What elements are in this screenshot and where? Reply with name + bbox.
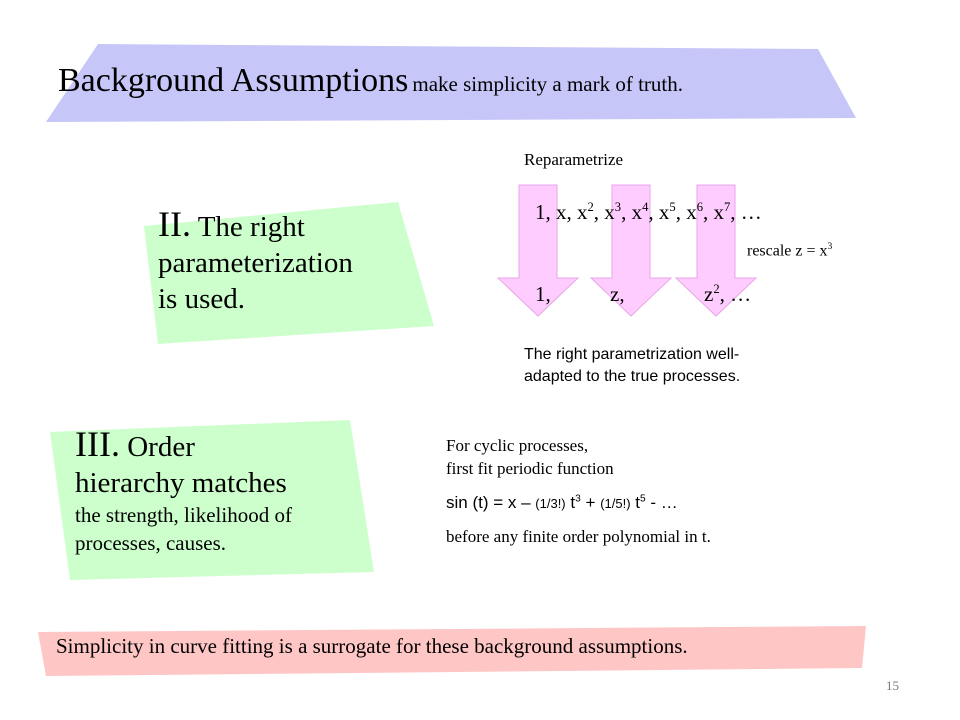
sine-t3: t [570,493,576,512]
section3-heading: III. Order hierarchy matches the strengt… [75,426,375,557]
rescale-exp: 3 [827,241,833,252]
section3-line1: Order [127,431,195,463]
term-z: z, [610,282,625,306]
title-subtitle: make simplicity a mark of truth. [412,72,684,96]
sine-frac1: (1/3!) [535,496,566,511]
footer-banner-text: Simplicity in curve fitting is a surroga… [56,634,688,658]
cyclic-line1: For cyclic processes, [446,436,589,455]
section2-line2: parameterization [158,247,353,279]
polynomial-series: 1, x, x2, x3, x4, x5, x6, x7, … [535,200,762,224]
parametrization-note: The right parametrization well- adapted … [524,344,740,388]
sine-t5: t [635,493,640,512]
arrow-left [496,184,580,317]
rescale-note: rescale z = x3 [747,241,832,260]
section3-line4: processes, causes. [75,531,227,555]
sine-frac2: (1/5!) [600,496,631,511]
note-line2: adapted to the true processes. [524,368,741,385]
section3-box [50,420,374,580]
sine-t5-exp: 5 [640,493,646,505]
arrow-right [674,184,758,317]
page-number: 15 [886,678,899,693]
section3-line3: the strength, likelihood of [75,503,292,527]
term-z2: z2, … [704,282,751,307]
section2-line3: is used. [158,283,245,315]
slide-title: Background Assumptions make simplicity a… [58,62,683,100]
rescale-text: rescale z = x [747,242,828,260]
sine-t3-exp: 3 [575,493,581,505]
title-main: Background Assumptions [58,62,409,99]
cyclic-line4: before any finite order polynomial in t. [446,527,711,546]
sine-lhs: sin (t) = x – [446,493,531,512]
sine-plus: + [585,493,596,512]
sine-series: sin (t) = x – (1/3!) t3 + (1/5!) t5 - … [446,493,678,513]
sine-tail: - … [650,493,678,512]
term-z2-base: z [704,282,714,306]
term-z2-exp: 2 [713,282,720,296]
cyclic-line2: first fit periodic function [446,459,614,478]
section3-numeral: III. [75,424,120,464]
reparametrize-label: Reparametrize [524,150,624,169]
section2-box [144,202,434,344]
title-band [46,44,856,122]
arrow-middle [589,184,673,317]
note-line1: The right parametrization well- [524,346,740,363]
footer-band [38,626,866,676]
section2-numeral: II. [158,204,191,244]
section3-line2: hierarchy matches [75,467,287,499]
cyclic-intro: For cyclic processes, first fit periodic… [446,434,614,480]
term-1: 1, [535,282,551,306]
section2-heading: II. The right parameterization is used. [158,206,418,317]
term-z2-tail: , … [719,282,752,306]
section2-line1: The right [197,211,305,243]
